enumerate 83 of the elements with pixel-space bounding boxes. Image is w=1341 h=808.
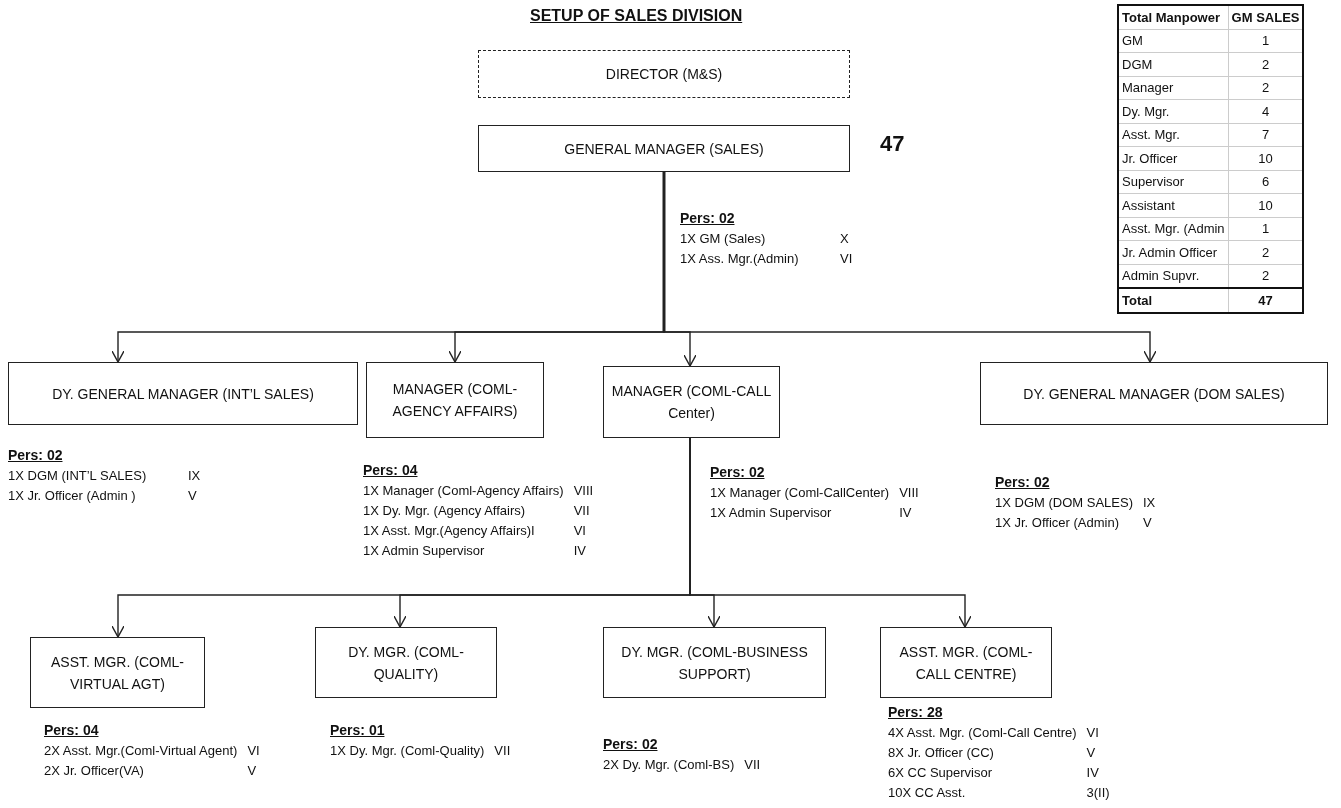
position-box	[8, 362, 358, 425]
staff-line: 2X Dy. Mgr. (Coml-BS)	[603, 756, 735, 774]
table-cell: Jr. Officer	[1118, 146, 1229, 170]
staff-line: 10X CC Asst.	[888, 784, 967, 802]
staff-line: 1X DGM (DOM SALES)	[995, 494, 1133, 512]
diagram-title: SETUP OF SALES DIVISION	[530, 7, 743, 25]
staff-line: 1X Manager (Coml-CallCenter)	[710, 484, 890, 502]
table-cell: Assistant	[1118, 193, 1229, 217]
staff-count-heading: Pers: 02	[995, 473, 1050, 492]
table-cell: GM	[1118, 29, 1229, 53]
staff-line: 2X Jr. Officer(VA)	[44, 762, 145, 780]
staff-line: 1X Admin Supervisor	[363, 542, 486, 560]
staff-line: 1X GM (Sales)	[680, 230, 767, 248]
table-cell: Asst. Mgr.	[1118, 123, 1229, 147]
position-title: GENERAL MANAGER (SALES)	[564, 139, 764, 159]
grade-text: 3(II)	[1086, 784, 1110, 802]
position-title: DY. GENERAL MANAGER (DOM SALES)	[1023, 384, 1285, 404]
position-title: MANAGER (COML-AGENCY AFFAIRS)	[391, 380, 519, 421]
staff-line: 1X Asst. Mgr.(Agency Affairs)I	[363, 522, 536, 540]
position-title: DY. MGR. (COML-BUSINESS SUPPORT)	[620, 642, 809, 684]
staff-count-heading: Pers: 28	[888, 703, 943, 722]
table-cell: Jr. Admin Officer	[1118, 240, 1229, 264]
staff-count-heading: Pers: 04	[44, 721, 99, 740]
grade-text: IV	[1086, 764, 1100, 782]
grade-text: V	[1142, 514, 1153, 532]
table-cell: Total Manpower	[1118, 5, 1229, 29]
table-cell: Supervisor	[1118, 170, 1229, 194]
staff-line: 1X Dy. Mgr. (Coml-Quality)	[330, 742, 485, 760]
position-box	[478, 125, 850, 172]
staff-line: 1X Dy. Mgr. (Agency Affairs)	[363, 502, 527, 520]
staff-line: 1X Ass. Mgr.(Admin)	[680, 250, 800, 268]
position-box	[366, 362, 544, 438]
staff-count-heading: Pers: 01	[330, 721, 385, 740]
grade-text: IX	[1142, 494, 1156, 512]
staff-line: 1X Admin Supervisor	[710, 504, 833, 522]
staff-count-heading: Pers: 04	[363, 461, 418, 480]
staff-count-heading: Pers: 02	[8, 446, 63, 465]
position-box	[315, 627, 497, 698]
staff-line: 8X Jr. Officer (CC)	[888, 744, 995, 762]
position-title: DIRECTOR (M&S)	[605, 65, 723, 84]
grade-text: IX	[188, 467, 201, 485]
dashed-position-box	[478, 50, 850, 98]
table-cell: Total	[1118, 288, 1229, 313]
position-title: DY. MGR. (COML-QUALITY)	[347, 642, 465, 684]
position-title: ASST. MGR. (COML-CALL CENTRE)	[898, 642, 1034, 684]
staff-count-heading: Pers: 02	[680, 209, 735, 228]
position-box	[603, 366, 780, 438]
position-title: MANAGER (COML-CALL Center)	[610, 382, 773, 423]
position-title: DY. GENERAL MANAGER (INT’L SALES)	[52, 384, 314, 404]
grade-text: VII	[573, 502, 591, 520]
staff-count-heading: Pers: 02	[710, 463, 765, 482]
staff-line: 2X Asst. Mgr.(Coml-Virtual Agent)	[44, 742, 238, 760]
staff-line: 1X Manager (Coml-Agency Affairs)	[363, 482, 564, 500]
position-box	[30, 637, 205, 708]
grade-text: VI	[840, 250, 853, 268]
grade-text: V	[247, 762, 258, 780]
table-cell: Asst. Mgr. (Admin	[1118, 217, 1229, 241]
staff-line: 6X CC Supervisor	[888, 764, 994, 782]
staff-count-heading: Pers: 02	[603, 735, 658, 754]
position-title: ASST. MGR. (COML-VIRTUAL AGT)	[50, 652, 185, 694]
position-box	[603, 627, 826, 698]
position-box	[880, 627, 1052, 698]
position-box	[980, 362, 1328, 425]
grade-text: X	[840, 230, 850, 248]
grade-text: IV	[899, 504, 913, 522]
grade-text: VII	[744, 756, 761, 774]
staff-line: 1X Jr. Officer (Admin)	[995, 514, 1120, 532]
staff-line: 1X DGM (INT’L SALES)	[8, 467, 148, 485]
grade-text: IV	[573, 542, 587, 560]
grade-text: V	[188, 487, 198, 505]
staff-line: 1X Jr. Officer (Admin )	[8, 487, 137, 505]
grade-text: VIII	[899, 484, 919, 502]
staff-line: 4X Asst. Mgr. (Coml-Call Centre)	[888, 724, 1077, 742]
table-cell: DGM	[1118, 52, 1229, 76]
total-count: 47	[880, 131, 905, 157]
grade-text: VI	[247, 742, 260, 760]
grade-text: V	[1086, 744, 1097, 762]
table-cell: Manager	[1118, 76, 1229, 100]
grade-text: VII	[494, 742, 511, 760]
grade-text: VIII	[573, 482, 594, 500]
table-cell: Dy. Mgr.	[1118, 99, 1229, 123]
grade-text: VI	[573, 522, 587, 540]
grade-text: VI	[1086, 724, 1100, 742]
